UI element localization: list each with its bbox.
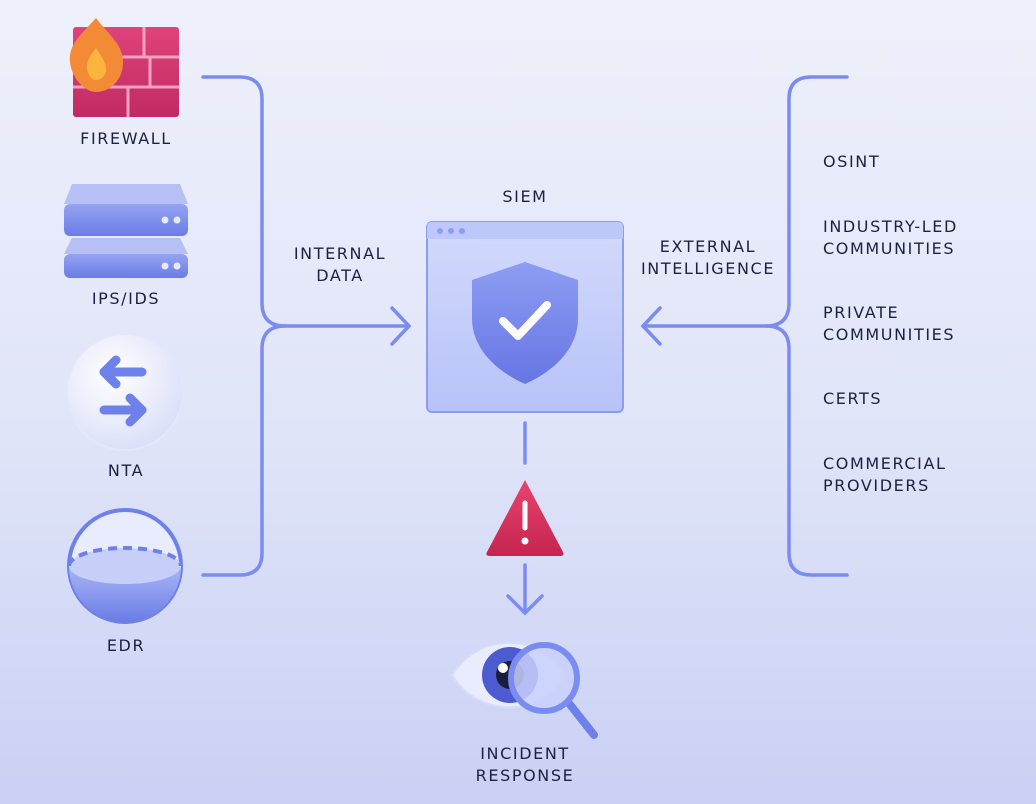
- edr-label: EDR: [106, 636, 146, 655]
- firewall-label: FIREWALL: [80, 129, 172, 148]
- intel-source-osint: OSINT: [823, 152, 881, 171]
- firewall-icon: [69, 18, 179, 117]
- alert-triangle-icon: [486, 480, 564, 556]
- external-intel-connector: [640, 75, 849, 577]
- siem-label: SIEM: [502, 187, 548, 206]
- endpoint-sphere-icon: [67, 508, 183, 624]
- intel-source-private: PRIVATE COMMUNITIES: [823, 303, 956, 344]
- internal-data-connector: [201, 75, 412, 577]
- ips-ids-label: IPS/IDS: [91, 289, 161, 308]
- intel-source-certs: CERTS: [823, 389, 883, 408]
- eye-magnifier-icon: [450, 641, 598, 739]
- alert-connector: [506, 421, 544, 616]
- external-intelligence-label: EXTERNAL INTELLIGENCE: [640, 237, 776, 278]
- internal-data-label: INTERNAL DATA: [293, 244, 387, 285]
- server-stack-icon: [64, 184, 188, 278]
- intel-source-commercial: COMMERCIAL PROVIDERS: [823, 454, 947, 495]
- traffic-arrows-icon: [66, 333, 184, 451]
- intel-source-industry-led: INDUSTRY-LED COMMUNITIES: [823, 217, 958, 258]
- siem-window-icon: [426, 221, 624, 413]
- incident-response-label: INCIDENT RESPONSE: [475, 744, 575, 785]
- nta-label: NTA: [107, 461, 145, 480]
